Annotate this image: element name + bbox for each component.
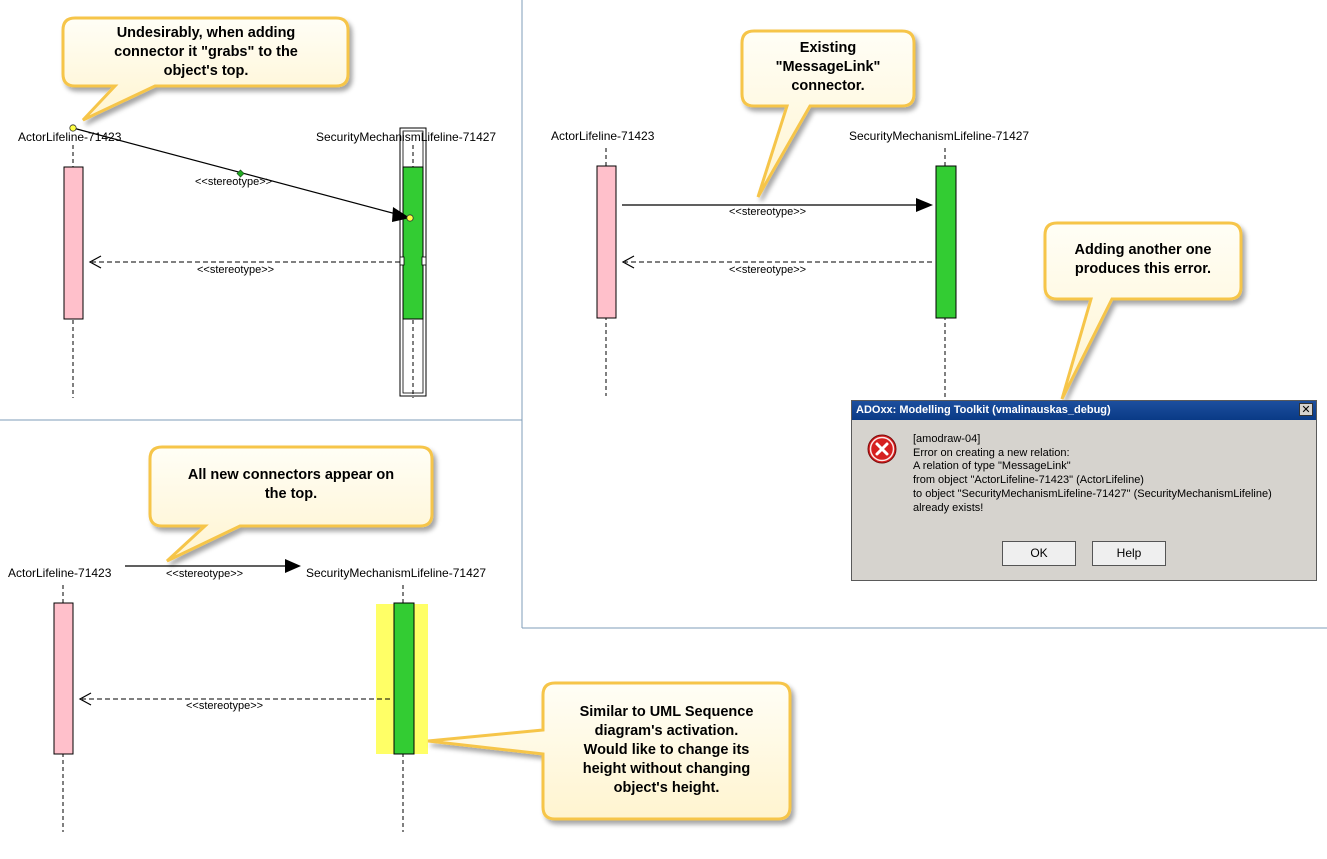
callout-text-error: Adding another one produces this error. [1074,242,1212,277]
actor-activation[interactable] [53,602,74,755]
stereotype-label-tr-top: <<stereotype>> [729,206,807,218]
stereotype-label-tl-top: <<stereotype>> [195,176,273,188]
callout-bubble-grab [61,16,350,122]
security-activation[interactable] [393,602,415,755]
callout-bubble-activation [427,681,792,821]
panel-top-left [61,16,427,398]
callout-bubble-top [148,445,434,563]
security-label-tr: SecurityMechanismLifeline-71427 [849,129,1030,143]
help-button[interactable]: Help [1092,541,1166,566]
error-dialog: ADOxx: Modelling Toolkit (vmalinauskas_d… [851,400,1317,581]
security-label-tl: SecurityMechanismLifeline-71427 [316,130,497,144]
stereotype-label-tr-return: <<stereotype>> [729,264,807,276]
callout-text-activation: Similar to UML Sequence diagram's activa… [579,704,754,796]
dialog-title: ADOxx: Modelling Toolkit (vmalinauskas_d… [856,404,1111,416]
security-activation[interactable] [935,165,957,319]
new-connector[interactable] [72,127,401,216]
panel-bottom-left [53,445,792,832]
stereotype-label-bl-return: <<stereotype>> [186,700,264,712]
new-connector-arrowhead [392,207,410,222]
actor-label-bl: ActorLifeline-71423 [8,566,112,580]
actor-activation[interactable] [63,166,84,320]
dialog-message: [amodraw-04] Error on creating a new rel… [913,433,1272,514]
ok-button[interactable]: OK [1002,541,1076,566]
close-icon[interactable]: ✕ [1299,403,1313,416]
actor-label-tl: ActorLifeline-71423 [18,130,122,144]
error-icon [867,434,897,464]
stereotype-label-bl-top: <<stereotype>> [166,568,244,580]
stereotype-label-tl-return: <<stereotype>> [197,264,275,276]
callout-text-top: All new connectors appear on the top. [187,467,395,502]
connector-mid-handle[interactable] [236,169,245,178]
connector-start-handle[interactable] [69,124,77,132]
callout-text-grab: Undesirably, when adding connector it "g… [114,25,298,79]
actor-label-tr: ActorLifeline-71423 [551,129,655,143]
security-activation[interactable] [402,166,424,320]
callout-text-existing: Existing "MessageLink" connector. [775,40,881,94]
callout-bubble-existing [740,29,916,198]
dialog-titlebar[interactable]: ADOxx: Modelling Toolkit (vmalinauskas_d… [852,401,1316,420]
callout-bubble-error [1043,221,1243,400]
panel-top-right [596,29,1243,400]
connector-end-handle[interactable] [406,214,414,222]
actor-activation[interactable] [596,165,617,319]
security-label-bl: SecurityMechanismLifeline-71427 [306,566,487,580]
